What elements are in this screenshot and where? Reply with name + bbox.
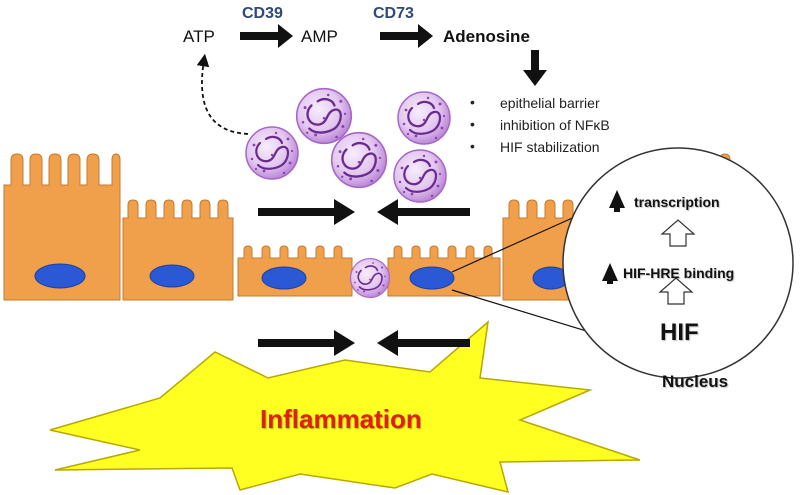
effect-item: HIF stabilization: [470, 138, 610, 161]
neutrophil: [295, 87, 353, 145]
neutrophil: [330, 131, 388, 189]
hif-label: HIF: [660, 319, 699, 346]
arrow-amp-to-adenosine: [380, 24, 433, 48]
barrier-arrows: [258, 199, 470, 356]
up-arrow-binding: [602, 263, 618, 284]
cell-nucleus: [261, 266, 307, 290]
adenosine-label: Adenosine: [443, 27, 530, 46]
cd39-label: CD39: [242, 5, 283, 22]
amp-label: AMP: [301, 27, 338, 46]
arrow-right-upper: [258, 199, 355, 225]
neutrophil: [244, 125, 300, 181]
cell-nuclei: [34, 263, 570, 290]
cd73-label: CD73: [373, 5, 414, 22]
transcription-label: transcription: [634, 194, 720, 210]
cell-nucleus: [149, 264, 195, 288]
inflammation-burst: [49, 320, 641, 494]
atp-label: ATP: [183, 27, 215, 46]
neutrophil: [349, 257, 391, 299]
arrow-right-lower: [258, 330, 355, 356]
neutrophil: [396, 90, 452, 146]
hollow-up-arrow: [660, 219, 696, 247]
neutrophil: [392, 148, 448, 204]
hif-hre-binding-label: HIF-HRE binding: [623, 265, 735, 281]
arrow-left-upper: [377, 199, 470, 225]
up-arrow-transcription: [609, 190, 625, 212]
effect-item: epithelial barrier: [470, 94, 610, 117]
adenosine-effects-list: epithelial barrier inhibition of NFκB HI…: [470, 94, 610, 161]
effect-item: inhibition of NFκB: [470, 116, 610, 139]
zoom-inner-arrows: [602, 190, 696, 305]
cell-nucleus: [409, 266, 455, 290]
inflammation-label: Inflammation: [260, 404, 422, 434]
epithelial-cell-1: [3, 153, 121, 301]
dashed-feedback-arrow: [196, 53, 249, 135]
pathway-arrows: [240, 24, 547, 86]
cell-nucleus: [34, 263, 86, 289]
nucleus-caption: Nucleus: [662, 372, 729, 391]
hollow-up-arrow: [658, 277, 694, 305]
arrow-atp-to-amp: [240, 24, 293, 48]
arrow-left-lower: [377, 330, 470, 356]
arrow-adenosine-down: [523, 50, 547, 86]
